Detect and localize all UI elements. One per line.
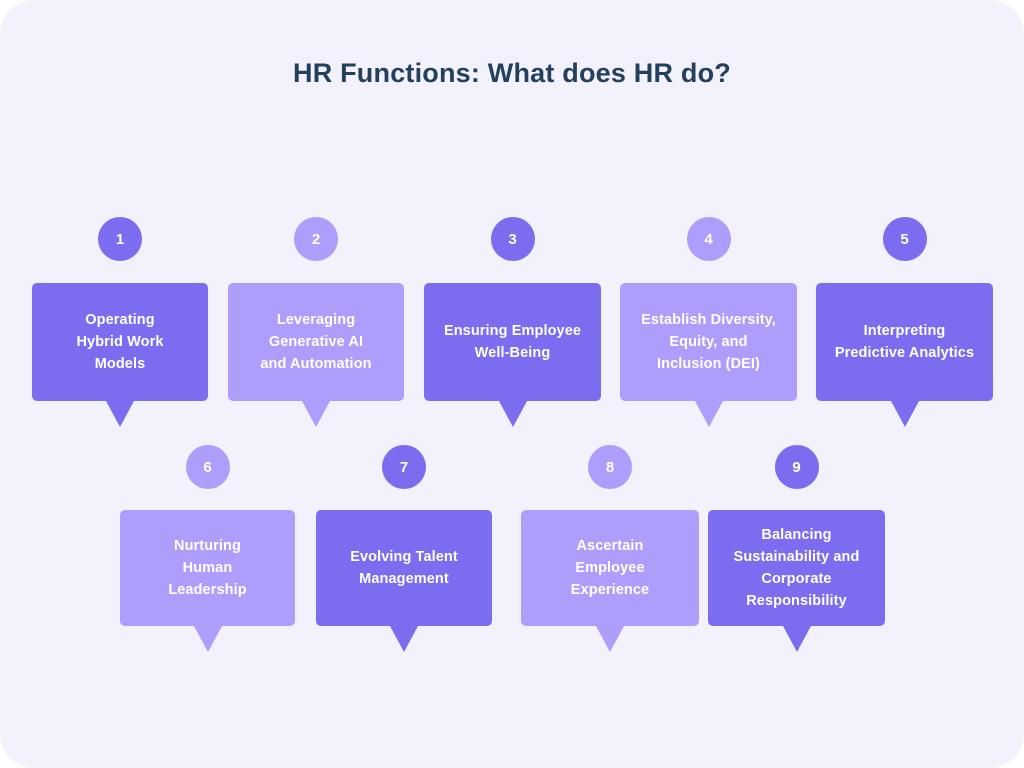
step-number-badge-9: 9: [774, 445, 819, 489]
hr-function-card-4[interactable]: Establish Diversity, Equity, and Inclusi…: [620, 283, 797, 401]
hr-function-card-3[interactable]: Ensuring Employee Well-Being: [424, 283, 601, 401]
step-number-label: 2: [311, 230, 321, 248]
speech-bubble-tail-7: [390, 626, 418, 652]
speech-bubble-tail-4: [694, 401, 723, 427]
speech-bubble-tail-9: [782, 626, 811, 652]
hr-function-card-label: Evolving Talent Management: [350, 548, 458, 587]
page-title: HR Functions: What does HR do?: [293, 58, 731, 88]
hr-function-card-5[interactable]: Interpreting Predictive Analytics: [816, 283, 993, 401]
speech-bubble-tail-3: [498, 401, 527, 427]
hr-function-card-7[interactable]: Evolving Talent Management: [316, 510, 492, 626]
hr-function-card-label: Ensuring Employee Well-Being: [443, 322, 582, 361]
hr-function-card-8[interactable]: Ascertain Employee Experience: [521, 510, 699, 626]
step-number-label: 7: [399, 458, 409, 476]
step-number-label: 3: [508, 230, 517, 248]
step-number-badge-1: 1: [98, 217, 142, 261]
step-number-badge-5: 5: [882, 217, 927, 261]
step-number-badge-3: 3: [490, 217, 535, 261]
speech-bubble-tail-5: [890, 401, 919, 427]
step-number-badge-4: 4: [686, 217, 731, 261]
hr-function-card-1[interactable]: Operating Hybrid Work Models: [32, 283, 208, 401]
step-number-label: 9: [792, 458, 801, 476]
hr-function-card-label: Interpreting Predictive Analytics: [834, 322, 975, 361]
hr-function-card-label: Ascertain Employee Experience: [570, 537, 650, 599]
step-number-label: 1: [115, 230, 125, 248]
step-number-badge-6: 6: [185, 445, 230, 489]
hr-function-card-label: Nurturing Human Leadership: [168, 537, 247, 599]
speech-bubble-tail-1: [106, 401, 134, 427]
speech-bubble-tail-6: [193, 626, 222, 652]
hr-function-card-label: Balancing Sustainability and Corporate R…: [733, 526, 860, 610]
hr-function-card-6[interactable]: Nurturing Human Leadership: [120, 510, 295, 626]
hr-function-card-label: Leveraging Generative AI and Automation: [260, 311, 372, 373]
step-number-label: 5: [900, 230, 909, 248]
hr-function-card-label: Operating Hybrid Work Models: [76, 311, 164, 373]
step-number-badge-2: 2: [294, 217, 338, 261]
speech-bubble-tail-2: [302, 401, 330, 427]
step-number-label: 4: [704, 230, 713, 248]
hr-function-card-2[interactable]: Leveraging Generative AI and Automation: [228, 283, 404, 401]
hr-function-card-9[interactable]: Balancing Sustainability and Corporate R…: [708, 510, 885, 626]
step-number-badge-7: 7: [382, 445, 426, 489]
speech-bubble-tail-8: [596, 626, 624, 652]
step-number-badge-8: 8: [588, 445, 632, 489]
step-number-label: 6: [203, 458, 212, 476]
hr-function-card-label: Establish Diversity, Equity, and Inclusi…: [641, 311, 776, 373]
step-number-label: 8: [605, 458, 615, 476]
